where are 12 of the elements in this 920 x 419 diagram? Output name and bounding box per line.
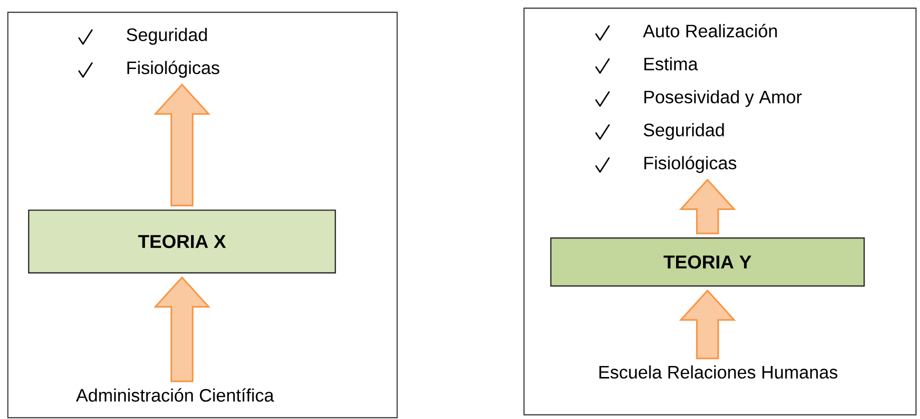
source-label: Escuela Relaciones Humanas [599, 365, 838, 379]
panel-frame [523, 8, 917, 416]
bullet-list: Seguridad Fisiológicas [126, 28, 220, 78]
panel-frame [7, 12, 398, 418]
block-arrow [154, 276, 210, 382]
block-arrow [679, 289, 736, 360]
bullet-list: Auto Realización Estima Posesividad y Amor Seguridad Fisiológicas [642, 24, 802, 173]
block-arrow [154, 83, 210, 206]
source-label: Administración Científica [76, 388, 274, 402]
theory-box: TEORIA Y [550, 237, 865, 287]
theory-box: TEORIA X [28, 210, 336, 274]
block-arrow [679, 178, 736, 234]
